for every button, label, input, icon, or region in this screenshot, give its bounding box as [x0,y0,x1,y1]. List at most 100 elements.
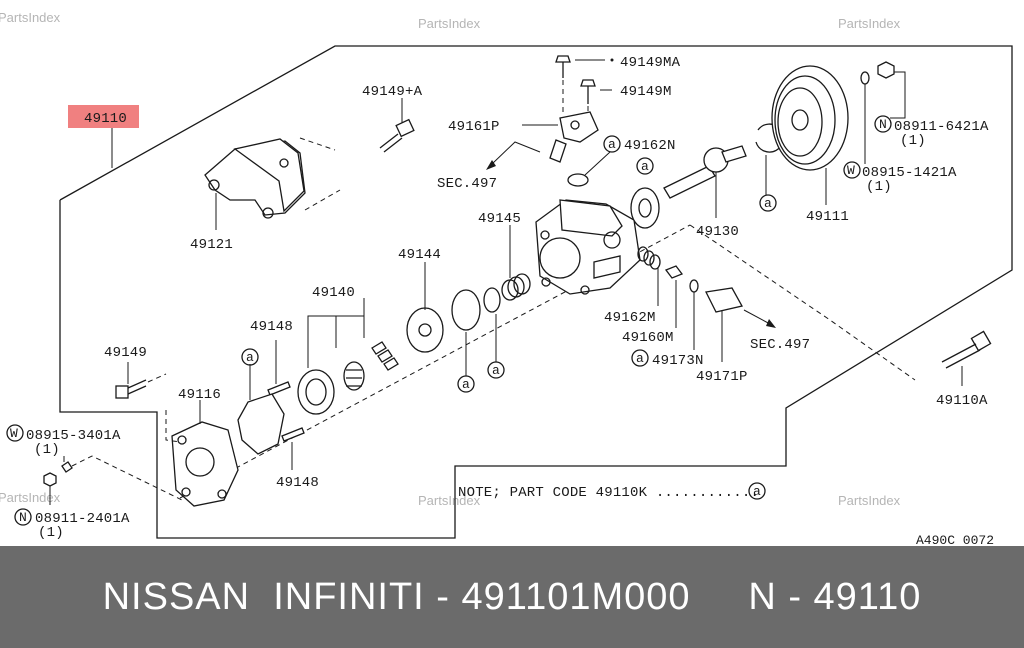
sec-arrow-head [766,319,776,328]
bolt-dash [147,373,167,383]
label-49111[interactable]: 49111 [806,209,849,225]
qty-08915-1421a: (1) [866,179,892,195]
oring-small[interactable] [483,287,501,313]
watermark: PartsIndex [418,493,481,508]
bracket-dash [299,137,336,151]
kit-symbol [241,348,259,366]
connector-49161p[interactable] [549,111,599,163]
gasket[interactable] [237,393,285,455]
label-49162m[interactable]: 49162M [604,310,656,326]
label-49149m[interactable]: 49149M [620,84,672,100]
nut-symbol-text: N [19,510,27,525]
nut-top[interactable] [877,61,895,79]
pump-body[interactable] [535,199,641,295]
label-08915-1421a[interactable]: 08915-1421A [862,165,957,181]
label-49116[interactable]: 49116 [178,387,221,403]
washer-top[interactable] [860,71,870,85]
watermark: PartsIndex [838,493,901,508]
sec-arrow-line [491,141,541,165]
kit-symbol-text: a [753,484,761,499]
kit-symbol [487,361,505,379]
watermark: PartsIndex [418,16,481,31]
label-49161p[interactable]: 49161P [448,119,500,135]
label-08911-2401a[interactable]: 08911-2401A [35,511,130,527]
bracket-49121[interactable] [204,138,306,219]
label-08915-3401a[interactable]: 08915-3401A [26,428,121,444]
washer-symbol-text: W [10,426,18,441]
oring-49162n[interactable] [567,173,589,187]
bolt-49149ma[interactable] [555,55,571,112]
sec-arrow-head [486,160,496,170]
label-49173n[interactable]: 49173N [652,353,704,369]
label-49130[interactable]: 49130 [696,224,739,240]
kit-symbol [759,194,777,212]
kit-symbol-text: a [462,377,470,392]
kit-symbol [631,349,649,367]
label-49149ma[interactable]: 49149MA [620,55,681,71]
main-part-label[interactable]: 49110 [84,111,127,127]
pulley-49111[interactable] [771,65,849,171]
assembly-axis [179,224,691,499]
fitting-49171p[interactable] [705,287,743,313]
watermark: PartsIndex [838,16,901,31]
valve-49160m[interactable] [664,265,684,279]
footer-part-number: NISSAN INFINITI - 491101M000 N - 49110 [102,575,922,618]
qty-08911-2401a: (1) [38,525,64,541]
label-49110a[interactable]: 49110A [936,393,988,409]
pin-49148-top[interactable] [267,381,291,396]
diagram-code: A490C 0072 [916,533,994,546]
spring-49145[interactable] [501,273,531,301]
bolt-axis [689,224,916,381]
bolt-49149a[interactable] [379,118,415,153]
bolt-49149[interactable] [115,379,147,399]
nut-lower[interactable] [43,472,57,487]
label-49145[interactable]: 49145 [478,211,521,227]
seal[interactable] [630,187,660,229]
bolt-49110a[interactable] [941,330,992,369]
spring-49162m[interactable] [637,246,661,270]
label-sec497-bottom[interactable]: SEC.497 [750,337,810,353]
nut-symbol [14,508,32,526]
cover-49116[interactable] [171,421,239,507]
oring-49173n[interactable] [689,279,699,293]
label-sec497-top[interactable]: SEC.497 [437,176,497,192]
nut-symbol [874,115,892,133]
nut-symbol-text: N [879,117,887,132]
kit-symbol-text: a [764,196,772,211]
label-49162n[interactable]: 49162N [624,138,676,154]
shaft-49130[interactable] [663,145,747,199]
pin-49148-bottom[interactable] [281,427,305,442]
label-49149a[interactable]: 49149+A [362,84,423,100]
oring[interactable] [451,289,481,331]
label-49171p[interactable]: 49171P [696,369,748,385]
kit-symbol [457,375,475,393]
washer-symbol [6,424,24,442]
washer-lower[interactable] [61,461,73,473]
qty-08915-3401a: (1) [34,442,60,458]
watermark: PartsIndex [0,490,61,505]
seal-inner [638,198,652,218]
kit-symbol-text: a [636,351,644,366]
kit-symbol [636,157,654,175]
leader [890,71,906,119]
kit-symbol-text: a [641,159,649,174]
label-08911-6421a[interactable]: 08911-6421A [894,119,989,135]
cartridge-49140[interactable] [297,341,399,415]
note-text: NOTE; PART CODE 49110K ............ [458,485,759,501]
label-49144[interactable]: 49144 [398,247,441,263]
kit-symbol-text: a [492,363,500,378]
label-49148-bottom[interactable]: 49148 [276,475,319,491]
label-49148-top[interactable]: 49148 [250,319,293,335]
label-49160m[interactable]: 49160M [622,330,674,346]
plate-49144[interactable] [406,307,444,353]
washer-symbol-text: W [847,163,855,178]
leader-dot [610,58,614,62]
label-49149[interactable]: 49149 [104,345,147,361]
label-49140[interactable]: 49140 [312,285,355,301]
footer-banner: NISSAN INFINITI - 491101M000 N - 49110 [0,546,1024,648]
kit-symbol-text: a [246,350,254,365]
exploded-parts-diagram: PartsIndex PartsIndex PartsIndex PartsIn… [0,10,1013,546]
kit-symbol-text: a [608,137,616,152]
label-49121[interactable]: 49121 [190,237,233,253]
